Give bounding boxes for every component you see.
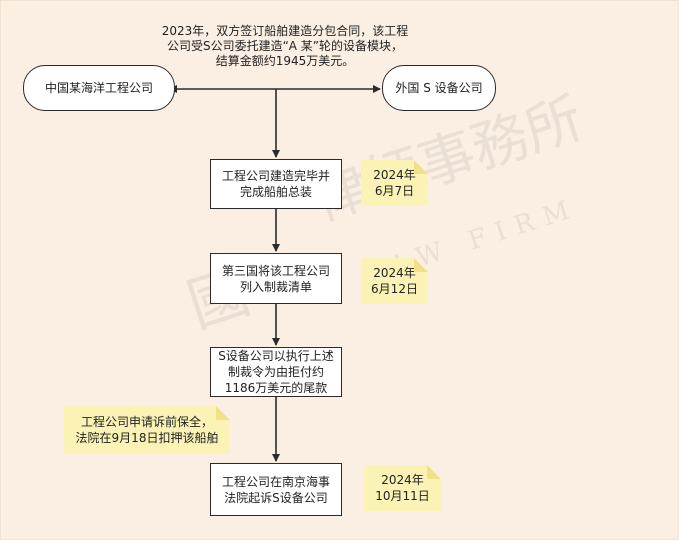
preservation-note: 工程公司申请诉前保全， 法院在9月18日扣押该船舶	[64, 406, 230, 454]
preservation-note-text: 工程公司申请诉前保全， 法院在9月18日扣押该船舶	[75, 415, 219, 445]
date-note-1: 2024年 6月7日	[361, 160, 428, 206]
step-box-2: 第三国将该工程公司 列入制裁清单	[210, 253, 342, 304]
date-note-2-text: 2024年 6月12日	[371, 266, 418, 296]
party-left-node: 中国某海洋工程公司	[23, 65, 175, 111]
party-right-node: 外国 S 设备公司	[382, 65, 496, 111]
contract-caption: 2023年，双方签订船舶建造分包合同，该工程 公司受S公司委托建造“A 某”轮的…	[161, 24, 409, 68]
date-note-2: 2024年 6月12日	[361, 258, 428, 304]
step-box-1: 工程公司建造完毕并 完成船舶总装	[210, 159, 342, 209]
date-note-4-text: 2024年 10月11日	[375, 473, 430, 503]
step-box-4: 工程公司在南京海事 法院起诉S设备公司	[210, 463, 342, 516]
step-box-3: S设备公司以执行上述 制裁令为由拒付约 1186万美元的尾款	[210, 347, 342, 397]
date-note-4: 2024年 10月11日	[364, 465, 441, 511]
date-note-1-text: 2024年 6月7日	[373, 168, 416, 198]
